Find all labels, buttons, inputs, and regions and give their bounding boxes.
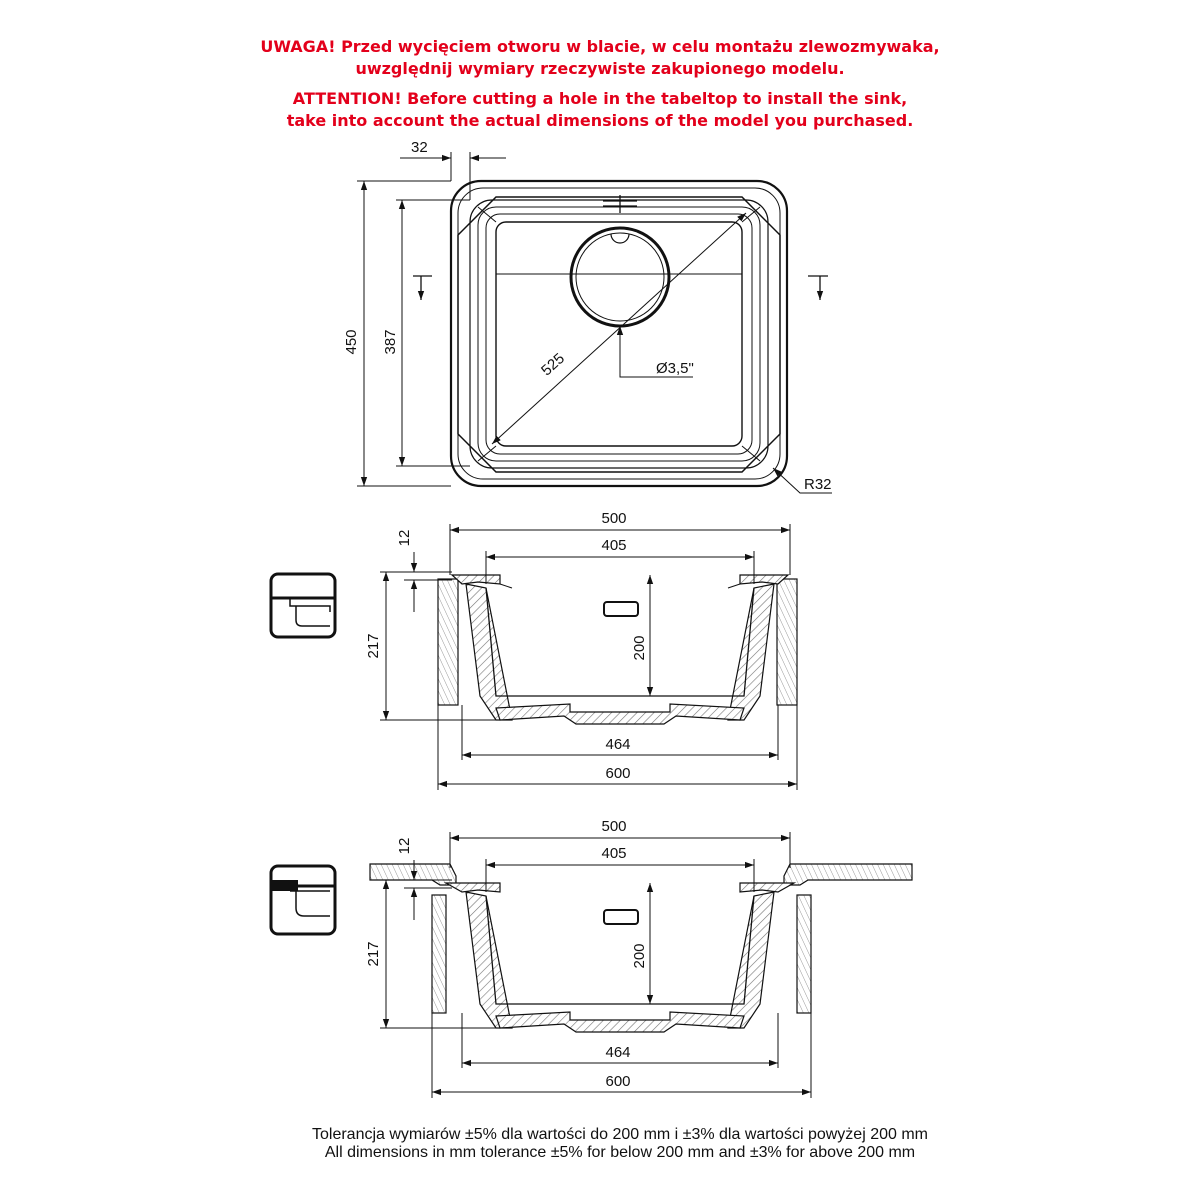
- warning-polish-line-2: uwzględnij wymiary rzeczywiste zakupione…: [355, 59, 845, 78]
- cabinet-side-left: [431, 894, 447, 1014]
- bowl-mid-wall: [477, 206, 761, 462]
- overflow-slot-icon: [603, 195, 637, 213]
- mount-icon-1: [269, 572, 337, 639]
- dim-rim-label: 32: [411, 139, 428, 156]
- cabinet-side-right: [776, 578, 798, 706]
- tolerance-note-polish: Tolerancja wymiarów ±5% dla wartości do …: [311, 1126, 928, 1143]
- section-2-drawing: 500 405 12 217 200 464 600: [269, 818, 913, 1098]
- s1-dim-cabinet-label: 600: [605, 765, 630, 782]
- bowl-bottom: [495, 221, 743, 447]
- section-1-drawing: [269, 524, 798, 790]
- s2-dim-depth-label: 200: [631, 943, 648, 968]
- s2-dim-height-label: 217: [365, 941, 382, 966]
- countertop-right: [783, 863, 913, 886]
- warning-polish-line-1: UWAGA! Przed wycięciem otworu w blacie, …: [260, 37, 940, 56]
- s2-dim-bottom-label: 464: [605, 1044, 630, 1061]
- sink-top-view: [357, 152, 832, 494]
- bowl-wall-right: [727, 882, 797, 1029]
- s2-dim-outer-label: 500: [601, 818, 626, 835]
- cabinet-side-left: [437, 578, 459, 706]
- countertop-left: [369, 863, 457, 886]
- warning-polish: UWAGA! Przed wycięciem otworu w blacie, …: [0, 36, 1200, 80]
- bowl-inner-wall: [485, 213, 753, 455]
- dim-outer-depth-label: 450: [343, 329, 360, 354]
- s1-dim-depth-label: 200: [631, 635, 648, 660]
- s2-dim-cabinet-label: 600: [605, 1073, 630, 1090]
- s2-dim-flange-label: 12: [396, 838, 413, 855]
- drain-inner-ring: [575, 232, 665, 322]
- dim-diagonal-label: 525: [538, 350, 568, 379]
- diagonal-dimension-line: [491, 212, 747, 445]
- s2-dim-inner-label: 405: [601, 845, 626, 862]
- overflow-opening-icon: [603, 909, 639, 925]
- drain-leader: [616, 326, 693, 378]
- sink-rim-inner-edge: [457, 187, 781, 480]
- sink-outer-rim: [449, 179, 789, 488]
- s1-dim-outer-label: 500: [601, 510, 626, 527]
- cabinet-side-right: [796, 894, 812, 1014]
- corner-chamfers: [477, 206, 761, 462]
- dim-radius-label: R32: [804, 476, 832, 493]
- bowl-chamfer-outline: [457, 196, 781, 473]
- bowl-floor: [495, 1011, 745, 1033]
- bowl-inner-profile: [485, 895, 755, 1005]
- warning-english-line-2: take into account the actual dimensions …: [286, 111, 914, 130]
- s1-dim-flange-label: 12: [396, 530, 413, 547]
- warning-english-line-1: ATTENTION! Before cutting a hole in the …: [292, 89, 908, 108]
- tolerance-note-english: All dimensions in mm tolerance ±5% for b…: [324, 1144, 916, 1161]
- warning-english: ATTENTION! Before cutting a hole in the …: [0, 88, 1200, 132]
- bowl-inner-profile: [485, 587, 755, 697]
- section-marker-right: [808, 275, 828, 300]
- overflow-opening-icon: [603, 601, 639, 617]
- mount-icon-2: [269, 864, 337, 936]
- bowl-outer-wall: [469, 199, 769, 469]
- dim-inner-depth-label: 387: [382, 329, 399, 354]
- dim-drain-label: Ø3,5": [656, 360, 694, 377]
- bowl-floor: [495, 703, 745, 725]
- section-marker-left: [413, 275, 432, 300]
- s1-dim-height-label: 217: [365, 633, 382, 658]
- drain-notch: [610, 233, 630, 244]
- s1-dim-bottom-label: 464: [605, 736, 630, 753]
- bowl-wall-left: [443, 882, 513, 1029]
- bowl-wall-left: [450, 574, 513, 721]
- tolerance-note: Tolerancja wymiarów ±5% dla wartości do …: [0, 1126, 1200, 1162]
- s1-dim-inner-label: 405: [601, 537, 626, 554]
- radius-leader: [772, 467, 832, 494]
